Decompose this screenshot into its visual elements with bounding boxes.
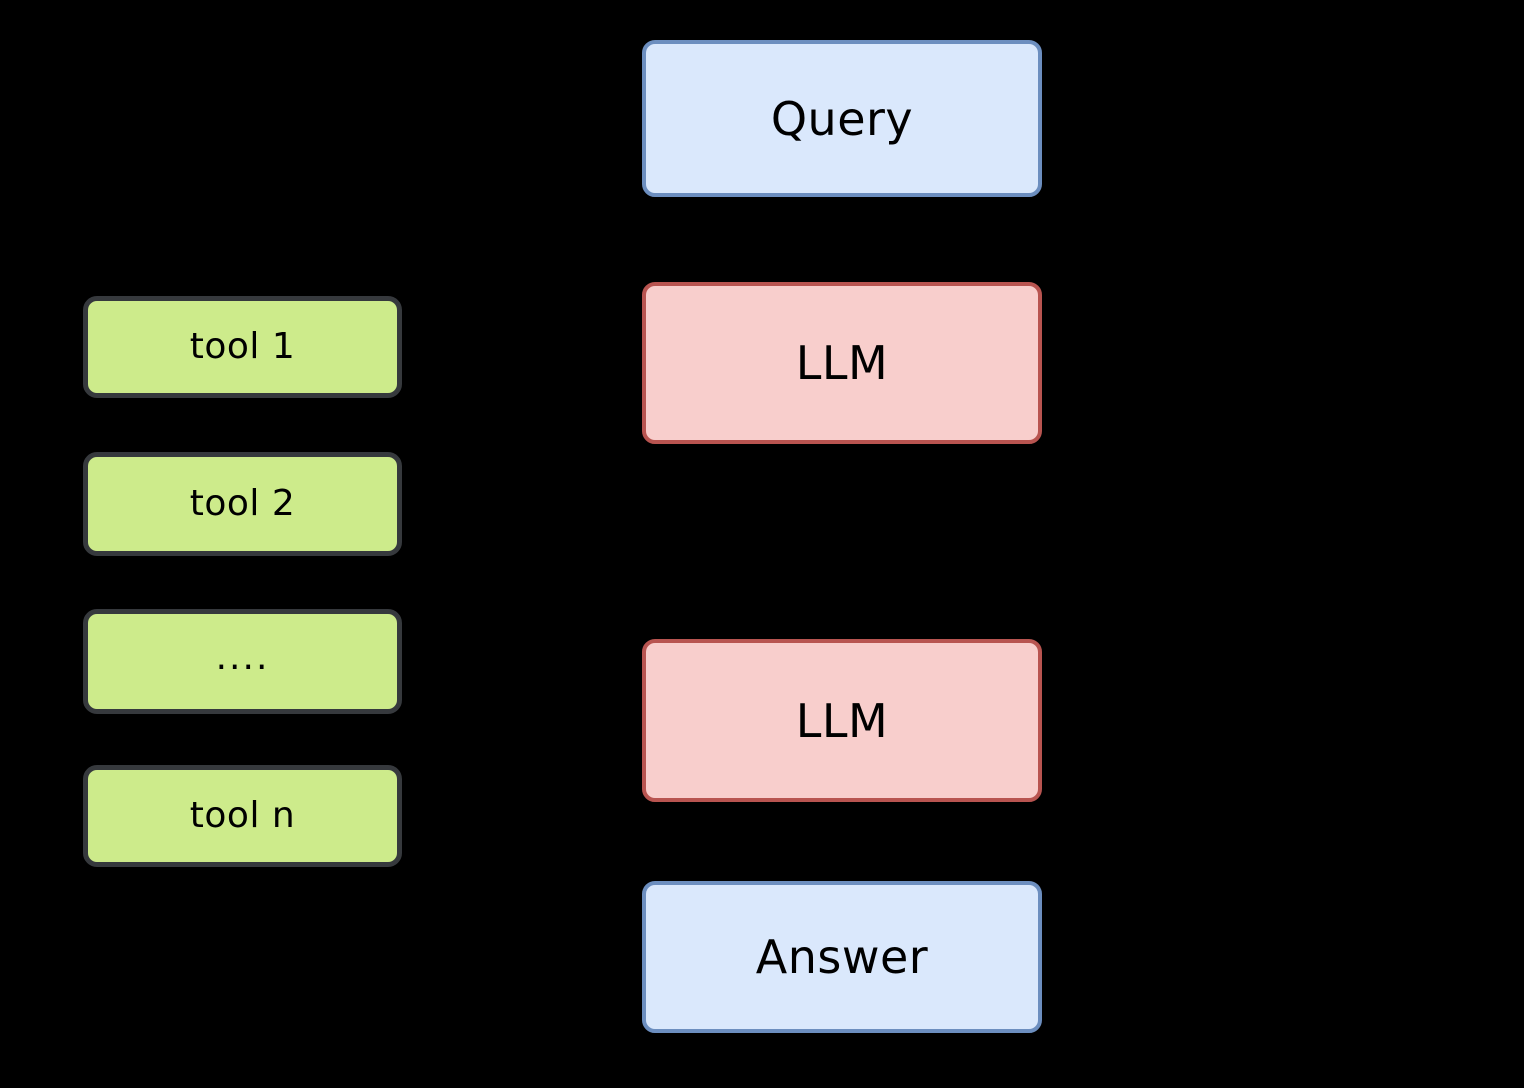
node-tool-2[interactable]: tool 2 xyxy=(83,452,402,556)
node-llm-first-label: LLM xyxy=(795,336,889,390)
node-tool-n[interactable]: tool n xyxy=(83,765,402,867)
node-answer-label: Answer xyxy=(755,930,929,984)
node-llm-second-label: LLM xyxy=(795,693,889,748)
node-tool-1-label: tool 1 xyxy=(189,326,296,367)
node-query[interactable]: Query xyxy=(642,40,1042,197)
node-tool-n-label: tool n xyxy=(189,795,296,836)
node-tool-2-label: tool 2 xyxy=(189,483,296,524)
node-tool-1[interactable]: tool 1 xyxy=(83,296,402,398)
node-query-label: Query xyxy=(770,91,914,146)
node-answer[interactable]: Answer xyxy=(642,881,1042,1033)
node-tool-ellipsis[interactable]: .... xyxy=(83,609,402,714)
node-llm-first[interactable]: LLM xyxy=(642,282,1042,444)
node-tool-ellipsis-label: .... xyxy=(215,636,270,678)
node-llm-second[interactable]: LLM xyxy=(642,639,1042,802)
